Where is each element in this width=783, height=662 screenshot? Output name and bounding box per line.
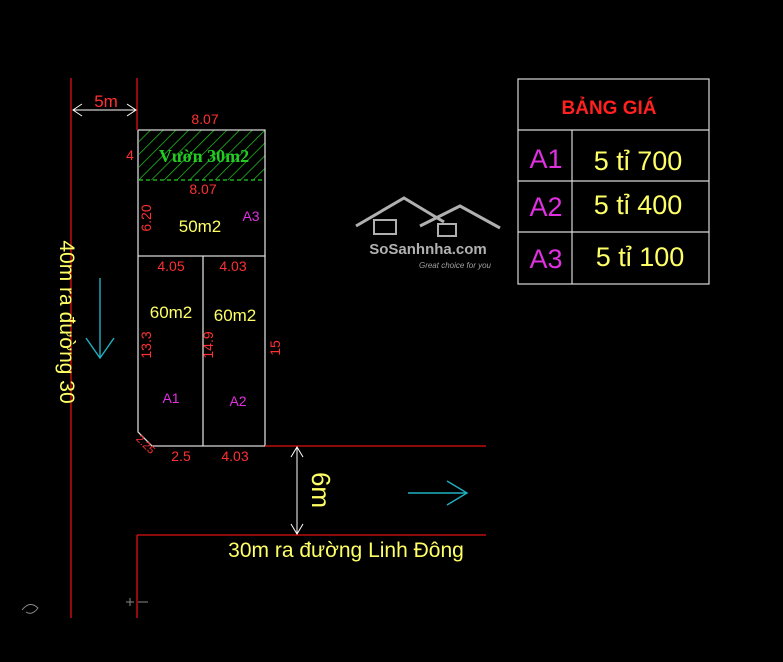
corner-cut-label: 2.25 [133, 433, 157, 457]
bottom-a1-label: 2.5 [171, 448, 191, 464]
lot-a1-label: A1 [162, 390, 179, 406]
lot-a2-label: A2 [229, 393, 246, 409]
price-row-3-price: 5 tỉ 100 [596, 242, 685, 272]
top-width-label: 8.07 [191, 111, 218, 127]
left-road-label: 40m ra đường 30 [55, 240, 78, 403]
road-width-label: 5m [94, 92, 118, 111]
road-width-dimension: 5m [72, 92, 137, 117]
lot-a3-label: A3 [242, 208, 259, 224]
a1-depth-label: 13.3 [138, 331, 154, 358]
price-row-1-price: 5 tỉ 700 [594, 146, 683, 176]
a1-width-label: 4.05 [157, 258, 184, 274]
garden-hatch [139, 130, 265, 180]
watermark-brand: SoSanhnha.com [369, 241, 487, 258]
bottom-a2-label: 4.03 [221, 448, 248, 464]
a2-width-label: 4.03 [219, 258, 246, 274]
garden-label: Vườn 30m2 [159, 146, 249, 166]
a3-area-label: 50m2 [179, 217, 222, 236]
cad-marks [21, 598, 148, 614]
watermark-tagline: Great choice for you [419, 261, 492, 270]
watermark: SoSanhnha.com Great choice for you [355, 196, 501, 270]
price-table-title: BẢNG GIÁ [562, 97, 657, 119]
a1-area-label: 60m2 [150, 303, 193, 322]
house-logo-icon [355, 196, 501, 237]
bottom-road-label: 30m ra đường Linh Đông [228, 539, 464, 562]
lot-boundaries [137, 129, 266, 447]
garden-bottom-width-label: 8.07 [189, 181, 216, 197]
price-table: BẢNG GIÁ A1 5 tỉ 700 A2 5 tỉ 400 A3 5 tỉ… [517, 78, 710, 285]
bottom-direction-arrow [408, 480, 469, 506]
price-row-1-lot: A1 [529, 144, 562, 174]
alley-width-label: 6m [306, 472, 336, 508]
a2-area-label: 60m2 [214, 306, 257, 325]
alley-width-dimension [290, 446, 304, 535]
garden-depth-label: 4 [126, 147, 134, 163]
price-row-2-lot: A2 [529, 192, 562, 222]
left-direction-arrow [85, 278, 115, 360]
price-row-2-price: 5 tỉ 400 [594, 190, 683, 220]
right-depth-label: 15 [267, 340, 283, 356]
a2-depth-label: 14.9 [200, 331, 216, 358]
a3-depth-label: 6.20 [138, 204, 154, 231]
price-row-3-lot: A3 [529, 244, 562, 274]
